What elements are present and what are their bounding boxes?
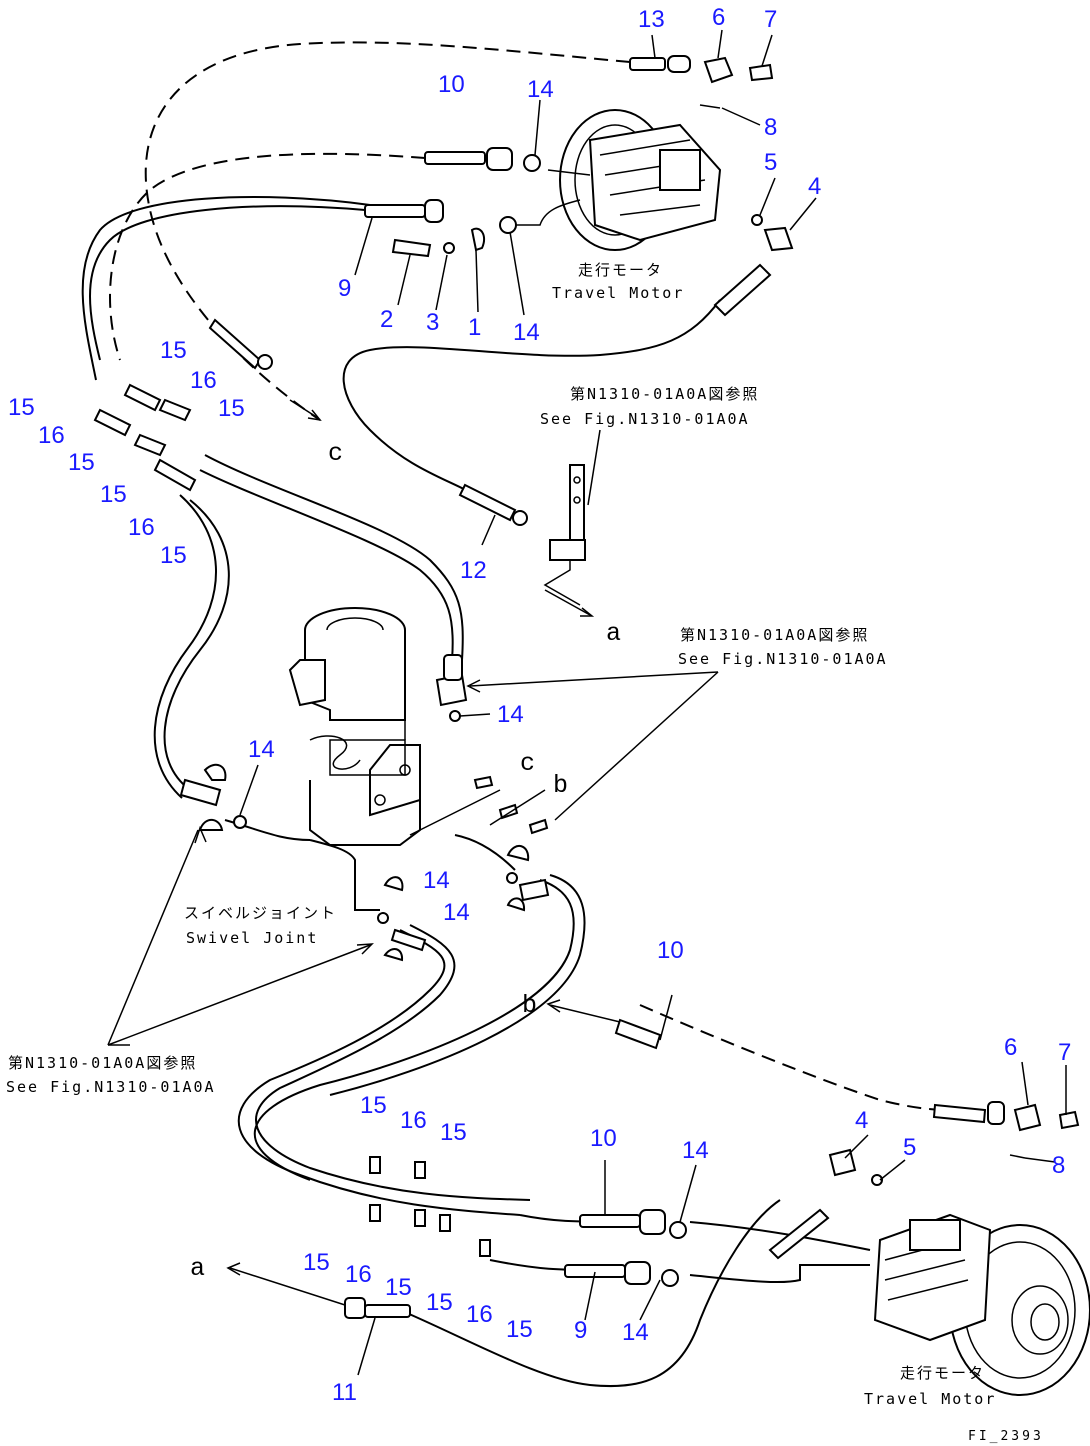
- notes: 走行モータ Travel Motor 第N1310-01A0A図参照 See F…: [6, 261, 1044, 1444]
- callout-c2: 2: [380, 306, 393, 333]
- callout-c1: 1: [468, 314, 481, 341]
- callout-c14d: 14: [248, 736, 275, 763]
- callout-c9b: 9: [574, 1317, 587, 1344]
- callout-c14h: 14: [622, 1319, 649, 1346]
- letter-references: c a c b b a: [190, 439, 621, 1283]
- leader-lines: [107, 29, 1067, 1376]
- ref-letter-a-lower: a: [190, 1254, 205, 1283]
- note-swivel-en: Swivel Joint: [186, 929, 318, 947]
- upper-travel-motor: [515, 109, 722, 251]
- callout-c6b: 6: [1004, 1034, 1017, 1061]
- callout-c8b: 8: [1052, 1152, 1065, 1179]
- drawing-code: FI_2393: [968, 1429, 1044, 1444]
- callout-c8a: 8: [764, 114, 777, 141]
- callout-c6a: 6: [712, 4, 725, 31]
- callout-c14g: 14: [682, 1137, 709, 1164]
- callout-c4a: 4: [808, 173, 821, 200]
- callout-c14b: 14: [513, 319, 540, 346]
- callout-c16f: 16: [466, 1301, 493, 1328]
- note-fig-ref-2-jp: 第N1310-01A0A図参照: [680, 626, 869, 644]
- callout-numbers: 13 6 7 10 14 8 5 4 9 2 3 1 14 15 16 15 1…: [8, 4, 1071, 1406]
- lower-travel-motor: [873, 1213, 1090, 1396]
- callout-c5a: 5: [764, 149, 777, 176]
- callout-c3: 3: [426, 309, 439, 336]
- callout-c14e: 14: [423, 867, 450, 894]
- note-fig-ref-3-en: See Fig.N1310-01A0A: [6, 1078, 216, 1096]
- callout-c15k: 15: [426, 1289, 453, 1316]
- note-fig-ref-1-jp: 第N1310-01A0A図参照: [570, 385, 759, 403]
- ref-letter-b-lower: b: [522, 991, 537, 1020]
- fittings: [93, 55, 1080, 1319]
- note-travel-motor-bottom-en: Travel Motor: [864, 1390, 996, 1408]
- callout-c11: 11: [332, 1379, 357, 1406]
- callout-c15g: 15: [360, 1092, 387, 1119]
- callout-c15b: 15: [218, 395, 245, 422]
- ref-letter-c-swivel: c: [520, 749, 535, 778]
- callout-c5b: 5: [903, 1134, 916, 1161]
- callout-c14c: 14: [497, 701, 524, 728]
- callout-c15l: 15: [506, 1316, 533, 1343]
- callout-c15i: 15: [303, 1249, 330, 1276]
- callout-c15c: 15: [8, 394, 35, 421]
- swivel-joint: [288, 607, 421, 846]
- callout-c10c: 10: [590, 1125, 617, 1152]
- callout-c15a: 15: [160, 337, 187, 364]
- callout-c15e: 15: [100, 481, 127, 508]
- callout-c14a: 14: [527, 76, 554, 103]
- callout-c7b: 7: [1058, 1039, 1071, 1066]
- callout-c15j: 15: [385, 1274, 412, 1301]
- callout-c16d: 16: [400, 1107, 427, 1134]
- note-fig-ref-2-en: See Fig.N1310-01A0A: [678, 650, 888, 668]
- clamp-bracket: [543, 464, 586, 606]
- callout-c15f: 15: [160, 542, 187, 569]
- callout-c16a: 16: [190, 367, 217, 394]
- callout-c16e: 16: [345, 1261, 372, 1288]
- hose-lines: [81, 41, 951, 1388]
- callout-c10a: 10: [438, 71, 465, 98]
- callout-c12: 12: [460, 557, 487, 584]
- note-travel-motor-bottom-jp: 走行モータ: [900, 1364, 985, 1382]
- note-fig-ref-1-en: See Fig.N1310-01A0A: [540, 410, 750, 428]
- note-travel-motor-top-jp: 走行モータ: [578, 261, 663, 279]
- callout-c4b: 4: [855, 1107, 868, 1134]
- ref-letter-b-swivel: b: [553, 771, 568, 800]
- callout-c14f: 14: [443, 899, 470, 926]
- note-travel-motor-top-en: Travel Motor: [552, 284, 684, 302]
- note-fig-ref-3-jp: 第N1310-01A0A図参照: [8, 1054, 197, 1072]
- callout-c15d: 15: [68, 449, 95, 476]
- callout-c10b: 10: [657, 937, 684, 964]
- ref-letter-c-top: c: [328, 439, 343, 468]
- ref-letter-a-top: a: [606, 619, 621, 648]
- callout-c13: 13: [638, 6, 665, 33]
- note-swivel-jp: スイベルジョイント: [184, 904, 337, 922]
- callout-c16c: 16: [128, 514, 155, 541]
- callout-c16b: 16: [38, 422, 65, 449]
- callout-c15h: 15: [440, 1119, 467, 1146]
- callout-c7a: 7: [764, 6, 777, 33]
- callout-c9a: 9: [338, 275, 351, 302]
